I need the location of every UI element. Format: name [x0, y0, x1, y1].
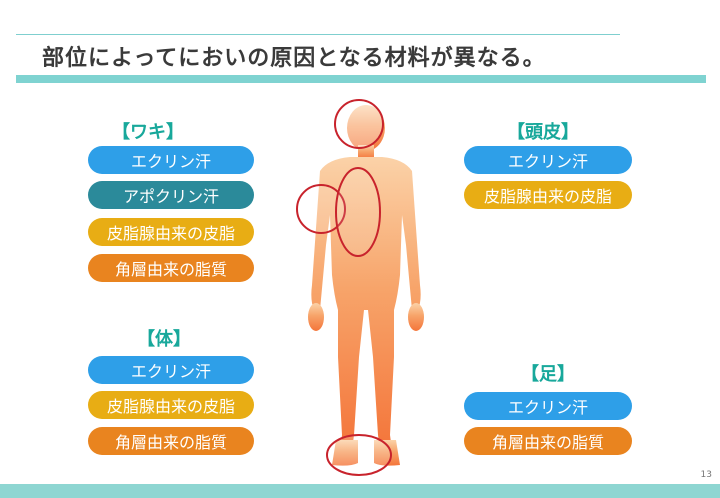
heading-ashi: 【足】 — [521, 364, 575, 385]
page-number: 13 — [700, 470, 712, 480]
waki-item-sebum: 皮脂腺由来の皮脂 — [88, 218, 254, 246]
title-underline — [16, 75, 706, 83]
feet-ellipse — [326, 434, 392, 476]
head-circle — [334, 99, 384, 149]
human-body-figure — [296, 99, 424, 476]
waki-item-lipid: 角層由来の脂質 — [88, 254, 254, 282]
tohi-item-sebum: 皮脂腺由来の皮脂 — [464, 181, 632, 209]
heading-karada: 【体】 — [137, 329, 191, 350]
body-silhouette — [308, 105, 424, 466]
torso-ellipse — [335, 167, 381, 257]
karada-item-sebum: 皮脂腺由来の皮脂 — [88, 391, 254, 419]
armpit-circle — [296, 184, 346, 234]
highlight-circles — [296, 99, 392, 476]
heading-tohi: 【頭皮】 — [507, 122, 579, 143]
ashi-item-eccrine: エクリン汗 — [464, 392, 632, 420]
top-rule — [16, 34, 620, 35]
slide-title: 部位によってにおいの原因となる材料が異なる。 — [42, 46, 546, 71]
ashi-item-lipid: 角層由来の脂質 — [464, 427, 632, 455]
karada-item-lipid: 角層由来の脂質 — [88, 427, 254, 455]
karada-item-eccrine: エクリン汗 — [88, 356, 254, 384]
waki-item-apocrine: アポクリン汗 — [88, 181, 254, 209]
tohi-item-eccrine: エクリン汗 — [464, 146, 632, 174]
footer-bar — [0, 484, 720, 498]
heading-waki: 【ワキ】 — [112, 122, 184, 143]
waki-item-eccrine: エクリン汗 — [88, 146, 254, 174]
